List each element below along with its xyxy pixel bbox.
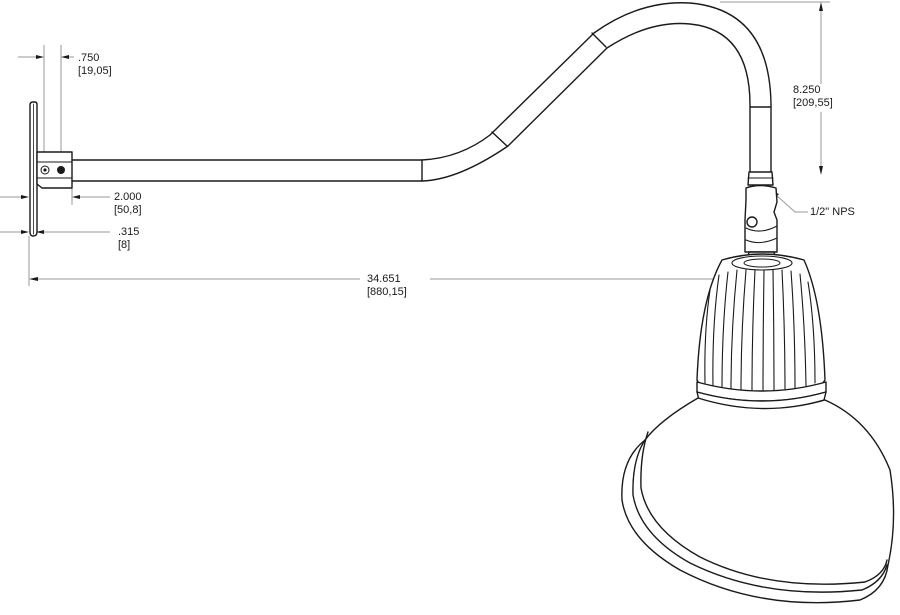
dimension-lines xyxy=(0,1,830,290)
heat-sink xyxy=(696,253,827,410)
bolt-icon xyxy=(57,166,65,174)
dimension-750-mm: [19,05] xyxy=(78,65,112,77)
dimension-8250-mm: [209,55] xyxy=(793,97,833,109)
gooseneck-arm xyxy=(71,2,772,182)
dimension-2000-mm: [50,8] xyxy=(114,204,142,216)
dimension-750: .750 [19,05] xyxy=(78,52,112,78)
wall-backplate xyxy=(29,101,38,237)
dimension-2000: 2.000 [50,8] xyxy=(114,191,142,217)
dimension-2000-inches: 2.000 xyxy=(114,191,142,203)
mounting-collar xyxy=(36,151,73,189)
dimension-34651-mm: [880,15] xyxy=(367,286,407,298)
dimension-34651-inches: 34.651 xyxy=(367,273,401,285)
dimension-315: .315 [8] xyxy=(118,226,140,252)
thread-callout: 1/2" NPS xyxy=(810,206,855,219)
dimension-315-inches: .315 xyxy=(118,226,140,238)
reflector-shade xyxy=(621,397,895,604)
dimension-8250-inches: 8.250 xyxy=(793,84,821,96)
set-screw-icon xyxy=(43,168,47,172)
dimension-315-mm: [8] xyxy=(118,239,131,251)
swivel-knuckle xyxy=(744,171,778,261)
dimension-8250: 8.250 [209,55] xyxy=(793,84,833,110)
dimension-750-inches: .750 xyxy=(78,52,100,64)
dimension-34651: 34.651 [880,15] xyxy=(367,273,407,299)
